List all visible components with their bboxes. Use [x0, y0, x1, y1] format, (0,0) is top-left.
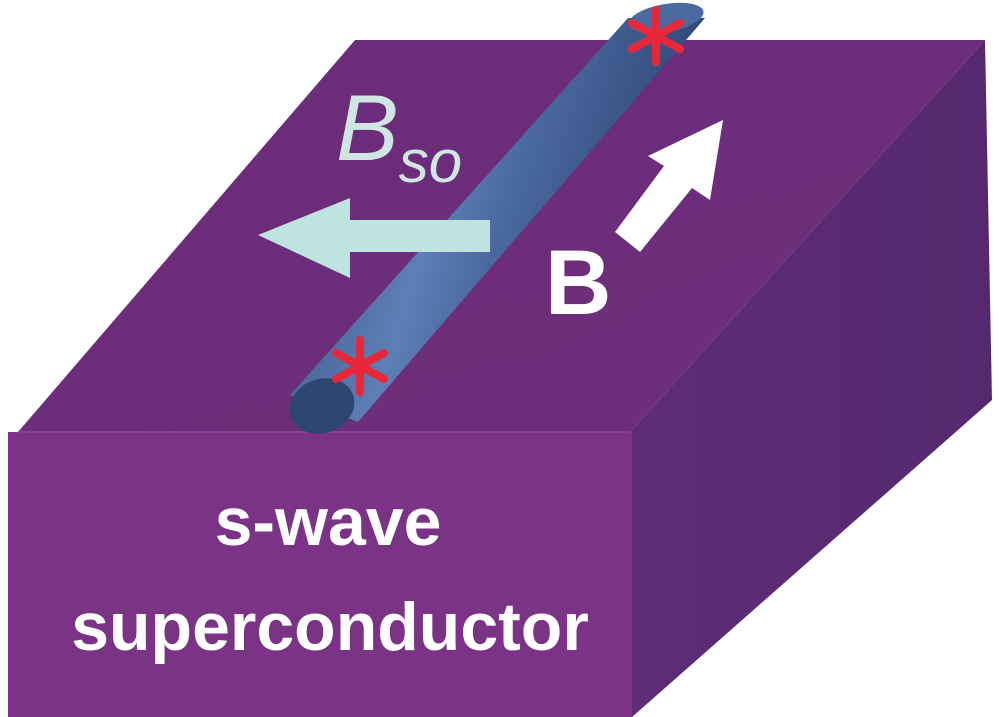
substrate-label-line2: superconductor [71, 589, 589, 665]
substrate-label-line1: s-wave [215, 484, 442, 560]
red-asterisk-icon [332, 336, 388, 396]
b-arrow-shape [615, 120, 723, 252]
nanowire-body [290, 18, 705, 422]
nanowire [289, 2, 705, 434]
arrow-up-right-icon [615, 120, 723, 252]
magnetic-field-label: B [545, 232, 611, 334]
arrow-left-icon [258, 198, 490, 278]
substrate-side-face [630, 40, 992, 717]
nanowire-end-cap [289, 378, 355, 434]
nanowire-top-cap [628, 2, 704, 34]
spin-orbit-field-label: Bso [336, 75, 462, 195]
red-asterisk-icon [628, 6, 684, 66]
substrate-front-face [8, 432, 632, 717]
bso-arrow-shape [258, 198, 490, 278]
